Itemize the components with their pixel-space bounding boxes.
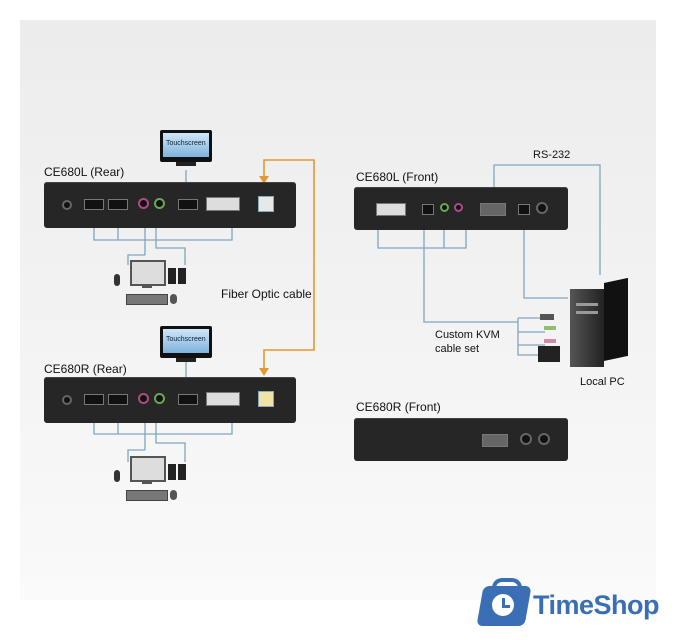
hdmi-port bbox=[84, 199, 104, 210]
audio-port bbox=[154, 393, 165, 404]
monitor-icon bbox=[130, 456, 166, 482]
ce680l-front-unit bbox=[354, 187, 568, 230]
ce680l-rear-label: CE680L (Rear) bbox=[44, 165, 125, 179]
ce680r-front-label: CE680R (Front) bbox=[356, 400, 441, 414]
audio-port bbox=[440, 203, 449, 212]
peripherals-top bbox=[112, 260, 202, 310]
cable-connector-usb bbox=[540, 314, 554, 320]
keyboard-icon bbox=[126, 294, 168, 305]
speaker-icon bbox=[178, 464, 186, 480]
hdmi-port bbox=[108, 394, 128, 405]
button bbox=[520, 433, 532, 445]
keyboard-icon bbox=[126, 490, 168, 501]
hdmi-port bbox=[108, 199, 128, 210]
local-pc-label: Local PC bbox=[580, 376, 625, 388]
diagram-background bbox=[20, 20, 656, 600]
cable-connector-audio bbox=[544, 339, 556, 343]
mouse-icon bbox=[170, 294, 177, 304]
local-pc-icon bbox=[570, 277, 628, 368]
serial-port bbox=[482, 434, 508, 447]
power-port bbox=[62, 395, 72, 405]
brand-name: TimeShop bbox=[533, 590, 660, 620]
ce680l-front-label: CE680L (Front) bbox=[356, 170, 439, 184]
power-port bbox=[62, 200, 72, 210]
dvi-port bbox=[376, 203, 406, 216]
speaker-icon bbox=[178, 268, 186, 284]
audio-port bbox=[138, 393, 149, 404]
usb-port bbox=[422, 204, 434, 215]
clock-bag-icon bbox=[476, 578, 532, 628]
monitor-icon bbox=[130, 260, 166, 286]
ce680r-front-unit bbox=[354, 418, 568, 461]
dvi-port bbox=[206, 197, 240, 211]
cable-connector-dvi bbox=[538, 346, 560, 362]
button bbox=[538, 433, 550, 445]
audio-port bbox=[454, 203, 463, 212]
serial-port bbox=[480, 203, 506, 216]
audio-port bbox=[154, 198, 165, 209]
label-sticker bbox=[258, 391, 274, 407]
speaker-icon bbox=[168, 464, 176, 480]
ce680r-rear-unit bbox=[44, 377, 296, 423]
speaker-icon bbox=[168, 268, 176, 284]
usb-port bbox=[518, 204, 530, 215]
dvi-port bbox=[206, 392, 240, 406]
microphone-icon bbox=[114, 470, 120, 482]
microphone-icon bbox=[114, 274, 120, 286]
mouse-icon bbox=[170, 490, 177, 500]
touchscreen-monitor-bottom: Touchscreen bbox=[160, 326, 212, 366]
hdmi-port bbox=[178, 394, 198, 405]
custom-kvm-label-line1: Custom KVM bbox=[435, 329, 500, 341]
hdmi-port bbox=[84, 394, 104, 405]
ce680l-rear-unit bbox=[44, 182, 296, 228]
custom-kvm-label-line2: cable set bbox=[435, 343, 480, 355]
hdmi-port bbox=[178, 199, 198, 210]
fiber-optic-label: Fiber Optic cable bbox=[221, 287, 312, 301]
peripherals-bottom bbox=[112, 456, 202, 506]
touchscreen-label: Touchscreen bbox=[166, 336, 206, 343]
label-sticker bbox=[258, 196, 274, 212]
ce680r-rear-label: CE680R (Rear) bbox=[44, 362, 127, 376]
touchscreen-label: Touchscreen bbox=[166, 140, 206, 147]
power-port bbox=[536, 202, 548, 214]
audio-port bbox=[138, 198, 149, 209]
touchscreen-monitor-top: Touchscreen bbox=[160, 130, 212, 170]
cable-connector-audio bbox=[544, 326, 556, 330]
rs232-label: RS-232 bbox=[533, 149, 571, 161]
